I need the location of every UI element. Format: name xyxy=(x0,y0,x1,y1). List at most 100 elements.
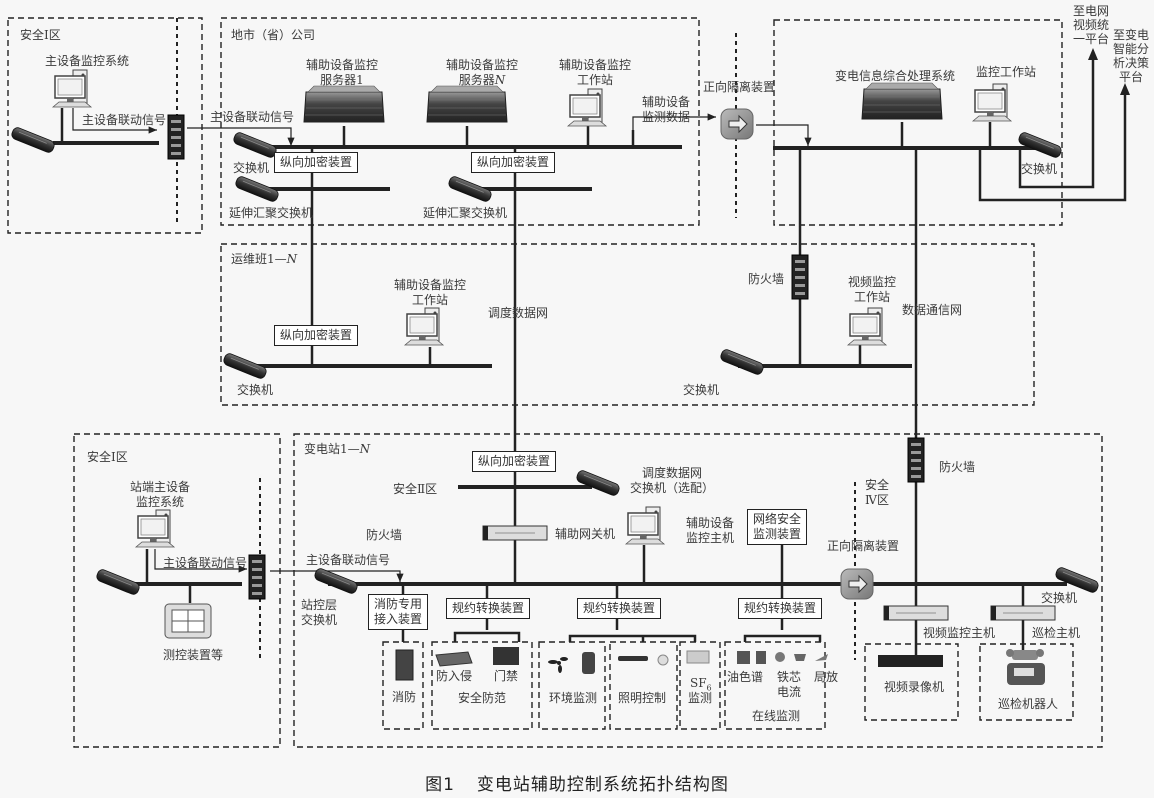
patrol-robot-label: 巡检机器人 xyxy=(998,697,1059,711)
video-ws-label: 视频监控 工作站 xyxy=(847,275,897,304)
gateway-label: 辅助网关机 xyxy=(555,527,616,541)
fan-icon xyxy=(548,657,568,673)
ops-team-text: 运维班1— xyxy=(231,252,287,266)
figure-number: 图1 xyxy=(425,775,455,795)
safety-zone-2-label: 安全Ⅱ区 xyxy=(393,482,438,496)
switch-icon xyxy=(718,347,766,377)
zone-ops-team xyxy=(220,243,1035,406)
isolation-label: 正向隔离装置 xyxy=(827,539,900,553)
zone-bottom-safety-1 xyxy=(73,433,281,748)
figure-title: 变电站辅助控制系统拓扑结构图 xyxy=(476,775,729,795)
subsystem-online-label: 在线监测 xyxy=(752,709,801,723)
zone-city-company xyxy=(220,17,700,226)
station-switch-label: 站控层 交换机 xyxy=(301,598,338,627)
ext-switch-label: 延伸汇聚交换机 xyxy=(229,206,314,220)
to-grid-video-platform-label: 至电网 视频统 一平台 xyxy=(1073,4,1110,46)
dispatch-switch-icon xyxy=(574,468,622,498)
video-host-label: 视频监控主机 xyxy=(923,626,996,640)
core-current-icon xyxy=(775,652,785,662)
subsystem-partial-discharge-label: 局放 xyxy=(814,670,839,684)
fire-access-device-box: 消防专用 接入装置 xyxy=(368,594,429,630)
encrypt-device-box: 纵向加密装置 xyxy=(471,152,556,173)
zone-label-safety-1: 安全Ⅰ区 xyxy=(87,450,128,464)
figure-caption: 图1 变电站辅助控制系统拓扑结构图 xyxy=(0,770,1154,795)
linkage-signal-label: 主设备联动信号 xyxy=(82,113,167,127)
monitor-ws-label: 监控工作站 xyxy=(976,65,1037,79)
measure-control-icon xyxy=(164,603,212,639)
main-monitor-system-label: 主设备监控系统 xyxy=(45,54,130,68)
dispatch-network-label: 调度数据网 xyxy=(488,306,549,320)
zone-borders xyxy=(7,17,1103,748)
data-comm-network-label: 数据通信网 xyxy=(902,303,963,317)
zone-label-substation: 变电站1—N xyxy=(304,442,370,457)
patrol-host-label: 巡检主机 xyxy=(1032,626,1081,640)
subsystem-environment-label: 环境监测 xyxy=(549,691,598,705)
info-system-server-icon xyxy=(861,82,943,120)
server-n-suffix: N xyxy=(494,73,506,87)
switch-icon xyxy=(221,351,269,381)
gateway-icon xyxy=(482,525,548,541)
protocol-converter-box: 规约转换装置 xyxy=(738,598,823,619)
main-monitor-pc-icon xyxy=(52,69,92,108)
sf6-sensor-icon xyxy=(686,650,710,664)
switch-label: 交换机 xyxy=(1021,162,1058,176)
ext-switch-icon xyxy=(233,174,281,204)
isolation-device-icon xyxy=(720,108,754,140)
ext-switch-icon xyxy=(446,174,494,204)
sf6-subscript: 6 xyxy=(706,683,712,693)
diagram-lines xyxy=(7,17,1130,748)
video-ws-icon xyxy=(847,307,887,346)
firewall-icon xyxy=(167,114,185,160)
aux-ws-label: 辅助设备监控 工作站 xyxy=(393,278,467,307)
zone-substation xyxy=(293,433,1103,748)
ops-team-suffix: N xyxy=(286,252,298,266)
subsystem-core-current-label: 铁芯 电流 xyxy=(776,670,802,699)
switch-icon xyxy=(94,567,142,597)
linkage-signal-label: 主设备联动信号 xyxy=(210,110,295,124)
ext-switch-label: 延伸汇聚交换机 xyxy=(423,206,508,220)
encrypt-device-box: 纵向加密装置 xyxy=(274,152,359,173)
protocol-converter-box: 规约转换装置 xyxy=(446,598,531,619)
firewall-icon xyxy=(248,554,266,600)
video-recorder-icon xyxy=(878,655,943,667)
fire-panel-icon xyxy=(395,649,414,681)
workstation-icon xyxy=(567,88,607,127)
subsystem-lighting-label: 照明控制 xyxy=(618,691,667,705)
firewall-icon xyxy=(907,437,925,483)
encrypt-device-box: 纵向加密装置 xyxy=(472,451,557,472)
firewall-label: 防火墙 xyxy=(366,528,403,542)
oil-icon xyxy=(737,651,750,664)
encrypt-device-box: 纵向加密装置 xyxy=(274,325,359,346)
switch-label: 交换机 xyxy=(1041,591,1078,605)
zone-right-top xyxy=(773,19,1063,226)
server-n-line1: 辅助设备监控 xyxy=(445,58,519,72)
firewall-label: 防火墙 xyxy=(939,460,976,474)
switch-icon xyxy=(1053,565,1101,595)
linkage-signal-label: 主设备联动信号 xyxy=(163,556,248,570)
firewall-icon xyxy=(791,254,809,300)
zone-label-safety-1: 安全Ⅰ区 xyxy=(20,28,61,42)
access-control-icon xyxy=(493,647,519,665)
video-host-icon xyxy=(883,605,949,621)
subsystem-fire-label: 消防 xyxy=(392,690,417,704)
linkage-signal-label: 主设备联动信号 xyxy=(306,553,391,567)
firewall-label: 防火墙 xyxy=(748,272,785,286)
subsystem-sf6-label: SF6 xyxy=(690,676,712,695)
switch-icon xyxy=(231,130,279,160)
switch-icon xyxy=(1016,130,1064,160)
protocol-converter-box: 规约转换装置 xyxy=(577,598,662,619)
isolation-label: 正向隔离装置 xyxy=(703,80,776,94)
switch-label: 交换机 xyxy=(237,383,274,397)
server-n-label: 辅助设备监控服务器N xyxy=(446,58,518,88)
aux-host-pc-icon xyxy=(625,506,665,545)
measure-control-label: 测控装置等 xyxy=(163,648,224,662)
subsystem-access-label: 门禁 xyxy=(494,669,519,683)
oil-icon-2 xyxy=(756,651,766,664)
monitor-ws-icon xyxy=(972,83,1012,122)
partial-discharge-icon xyxy=(815,654,828,661)
aux-data-label: 辅助设备 监测数据 xyxy=(641,95,691,124)
subsystem-sf6-monitor-label: 监测 xyxy=(688,691,713,705)
to-decision-platform-label: 至变电 智能分 析决策 平台 xyxy=(1113,28,1150,84)
camera-dome-icon xyxy=(657,654,669,666)
